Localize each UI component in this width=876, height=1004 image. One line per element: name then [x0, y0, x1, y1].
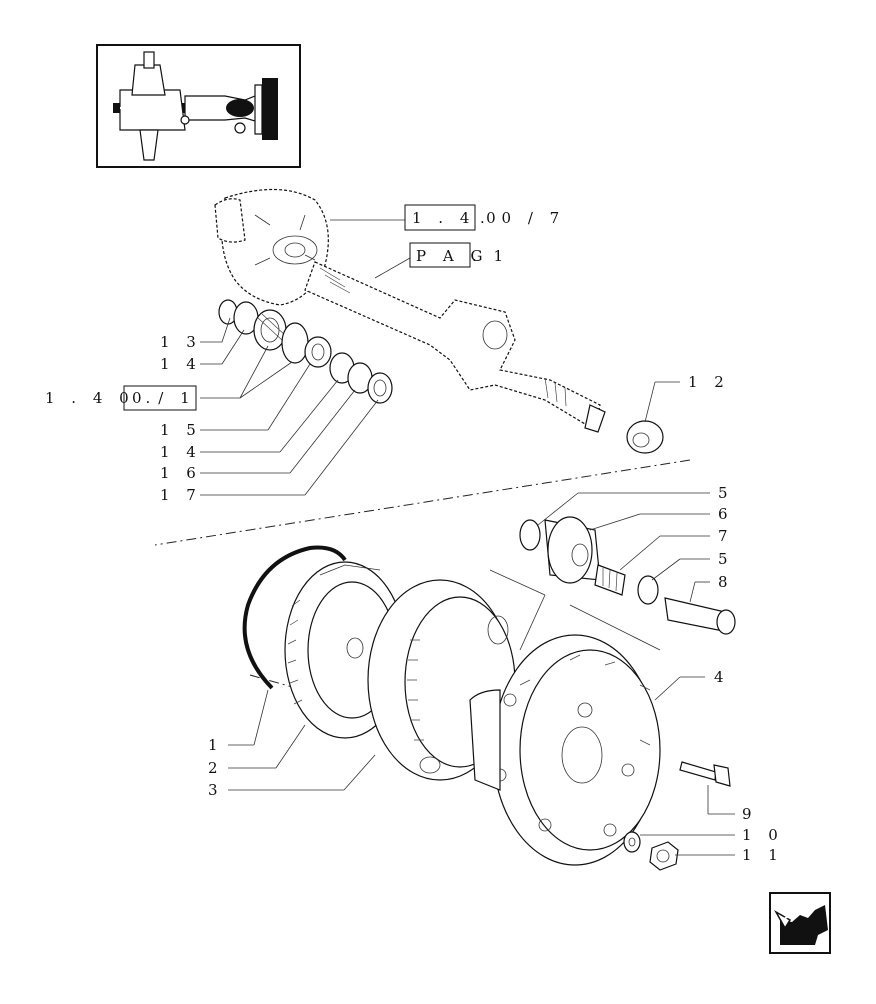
callout-5b: 5 — [718, 550, 734, 568]
callout-5a: 5 — [718, 484, 734, 502]
ref-1-40-0-7[interactable]: 1 . 4 0 . 0 / 7 — [330, 204, 565, 231]
callout-14b: 1 4 — [160, 443, 202, 461]
lower-leader-lines — [228, 492, 735, 856]
ref-1-40-0-1[interactable]: 1 . 4 0 . 0 / 1 — [45, 385, 197, 411]
differential-housing — [214, 188, 329, 306]
callout-16: 1 6 — [160, 464, 202, 482]
ref-1-40-0-1-box-text: 0 / 1 — [132, 389, 196, 407]
callout-13: 1 3 — [160, 333, 202, 351]
callout-8: 8 — [718, 573, 734, 591]
callout-10: 1 0 — [742, 826, 784, 844]
upper-leader-lines — [200, 317, 680, 496]
callout-17: 1 7 — [160, 486, 202, 504]
bolt-9 — [679, 761, 731, 787]
callout-labels: 1 3 1 4 1 5 1 4 1 6 1 7 1 2 5 6 7 5 8 4 … — [160, 333, 784, 864]
callout-1: 1 — [208, 736, 224, 754]
callout-15: 1 5 — [160, 421, 202, 439]
callout-2: 2 — [208, 759, 224, 777]
planet-gear-set — [519, 516, 736, 635]
callout-3: 3 — [208, 781, 224, 799]
ref-1-40-0-7-suffix: . 0 / 7 — [480, 209, 565, 227]
planet-carrier-4 — [469, 634, 661, 866]
callout-12: 1 2 — [688, 373, 730, 391]
seal-and-bearing-set — [218, 299, 393, 404]
ref-pag-box-text: P A G — [416, 247, 488, 265]
snap-ring-1 — [242, 545, 347, 690]
half-shaft — [304, 261, 606, 433]
callout-14a: 1 4 — [160, 355, 202, 373]
back-arrow-icon[interactable] — [769, 892, 831, 954]
ref-pag-1[interactable]: P A G . 1 — [374, 242, 509, 279]
callout-7: 7 — [718, 527, 734, 545]
ref-pag-suffix: . 1 — [472, 247, 509, 265]
callout-4: 4 — [714, 668, 730, 686]
washer-10 — [623, 831, 641, 853]
seal-12 — [626, 420, 664, 454]
callout-6: 6 — [718, 505, 734, 523]
axle-assembly-thumbnail — [96, 44, 301, 168]
callout-9: 9 — [742, 805, 758, 823]
ref-1-40-0-7-box-text: 1 . 4 0 — [412, 209, 502, 227]
nut-11 — [649, 841, 679, 871]
callout-11: 1 1 — [742, 846, 784, 864]
